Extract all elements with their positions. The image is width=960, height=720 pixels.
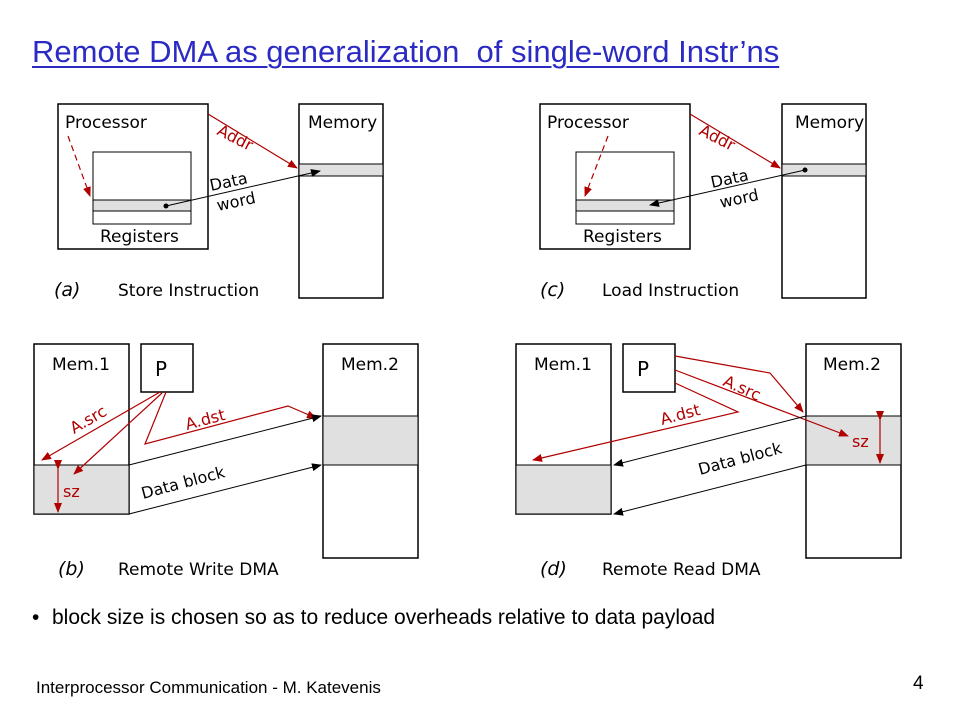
footer-text: Interprocessor Communication - M. Kateve… [36, 678, 381, 697]
register-slot [92, 199, 192, 212]
mem2-block [322, 415, 419, 466]
panel-d-remote-read: Mem.1 P Mem.2 A.src A.dst sz Data block … [515, 343, 902, 580]
asrc-label: A.src [720, 371, 763, 404]
sz-arrow-src [73, 392, 163, 475]
sz-label: sz [63, 482, 80, 501]
p-label: P [637, 357, 649, 381]
panel-letter: (a) [54, 279, 80, 301]
p-box [622, 343, 676, 393]
mem2-block [805, 415, 902, 466]
addr-arrow [689, 113, 781, 169]
addr-arrow [207, 113, 298, 169]
data-word-arrow [649, 169, 806, 207]
addr-label: Addr [696, 121, 738, 155]
instr-arrow [67, 135, 91, 197]
memory-box [298, 103, 384, 299]
mem1-label: Mem.1 [52, 355, 110, 375]
processor-label: Processor [65, 113, 147, 133]
sz-arrow-src [674, 369, 849, 437]
mem1-label: Mem.1 [534, 355, 592, 375]
data-block-arrow-top [128, 414, 322, 466]
panel-b-remote-write: Mem.1 P Mem.2 A.src A.dst sz Data block … [33, 343, 419, 580]
panel-caption: Remote Write DMA [118, 560, 279, 580]
registers-label: Registers [583, 227, 662, 247]
bullet-dot-icon: • [32, 606, 40, 629]
panel-a-store: Processor Registers Memory Addr Data wor… [54, 103, 384, 301]
mem2-label: Mem.2 [341, 355, 399, 375]
memory-word [781, 163, 867, 177]
sz-label: sz [852, 432, 869, 451]
processor-label: Processor [547, 113, 629, 133]
panel-letter: (c) [540, 279, 565, 301]
panel-c-load: Processor Registers Memory Addr Data wor… [539, 103, 867, 301]
memory-box [781, 103, 867, 299]
panel-caption: Store Instruction [118, 281, 259, 301]
adst-label: A.dst [658, 400, 702, 429]
memory-label: Memory [795, 113, 864, 133]
register-file [575, 151, 675, 225]
asrc-arrow [41, 391, 161, 461]
memory-word [298, 163, 384, 177]
adst-arrow [532, 382, 740, 462]
bullet-point: • block size is chosen so as to reduce ov… [32, 606, 715, 630]
registers-label: Registers [100, 227, 179, 247]
mem1-block [515, 464, 612, 515]
data-block-label: Data block [139, 462, 227, 503]
data-block-arrow-bottom [613, 464, 807, 516]
data-word-arrow [165, 169, 321, 207]
asrc-arrow [674, 355, 804, 413]
panel-caption: Remote Read DMA [602, 560, 761, 580]
data-block-arrow-top [613, 415, 807, 467]
p-label: P [155, 357, 167, 381]
memory-label: Memory [308, 113, 377, 133]
instr-arrow [584, 135, 609, 197]
page-number: 4 [913, 673, 924, 694]
register-file [92, 151, 192, 225]
addr-label: Addr [214, 121, 256, 155]
data-block-arrow-bottom [128, 463, 322, 515]
panel-letter: (b) [58, 558, 85, 580]
adst-label: A.dst [183, 405, 227, 434]
panel-letter: (d) [540, 558, 567, 580]
adst-arrow [143, 391, 317, 445]
panel-caption: Load Instruction [602, 281, 739, 301]
bullet-text: block size is chosen so as to reduce ove… [52, 606, 716, 629]
slide-title: Remote DMA as generalization of single-w… [32, 34, 780, 69]
mem2-label: Mem.2 [823, 355, 881, 375]
p-box [140, 343, 194, 393]
data-block-label: Data block [696, 438, 784, 479]
register-slot [575, 199, 675, 212]
mem1-block [33, 464, 130, 515]
